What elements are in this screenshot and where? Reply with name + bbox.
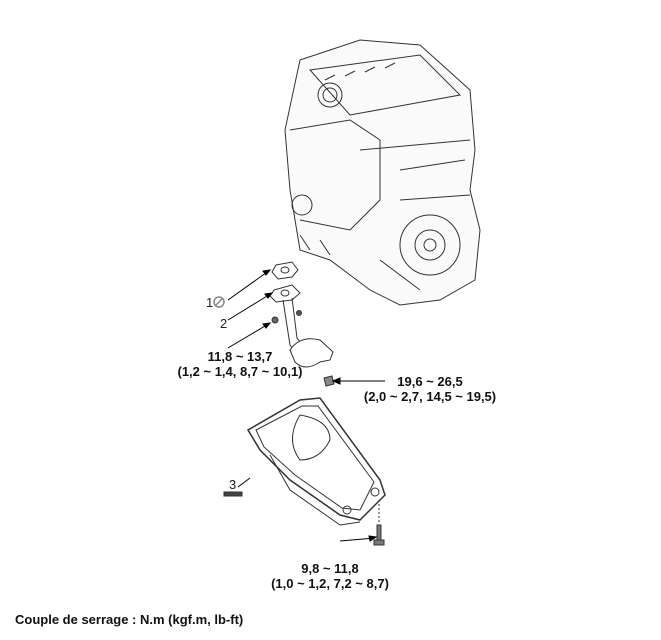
torque-nm: 19,6 ~ 26,5: [397, 374, 463, 389]
engine-block: [284, 39, 481, 306]
sealant-tube: [223, 491, 243, 497]
callout-1: 1: [206, 295, 214, 310]
replace-part-icon: [213, 296, 225, 308]
leader-lines: [227, 269, 385, 542]
torque-alt: (2,0 ~ 2,7, 14,5 ~ 19,5): [363, 389, 497, 404]
oil-pickup-pipe: [269, 284, 334, 368]
torque-pickup-bolt: 11,8 ~ 13,7 (1,2 ~ 1,4, 8,7 ~ 10,1): [140, 349, 340, 379]
pickup-bolt: [271, 316, 279, 324]
oil-pan: [246, 397, 386, 526]
torque-units-footer: Couple de serrage : N.m (kgf.m, lb-ft): [15, 612, 244, 627]
torque-pan-bolt: 9,8 ~ 11,8 (1,0 ~ 1,2, 7,2 ~ 8,7): [250, 561, 410, 591]
pan-bolt: [373, 524, 385, 546]
torque-alt: (1,2 ~ 1,4, 8,7 ~ 10,1): [177, 364, 303, 379]
torque-drain-plug: 19,6 ~ 26,5 (2,0 ~ 2,7, 14,5 ~ 19,5): [340, 374, 520, 404]
callout-3: 3: [229, 477, 237, 492]
oil-pump-gasket: [271, 261, 299, 280]
drain-plug: [323, 375, 335, 387]
torque-alt: (1,0 ~ 1,2, 7,2 ~ 8,7): [271, 576, 389, 591]
torque-nm: 11,8 ~ 13,7: [207, 349, 273, 364]
torque-nm: 9,8 ~ 11,8: [301, 561, 359, 576]
callout-2: 2: [220, 316, 228, 331]
